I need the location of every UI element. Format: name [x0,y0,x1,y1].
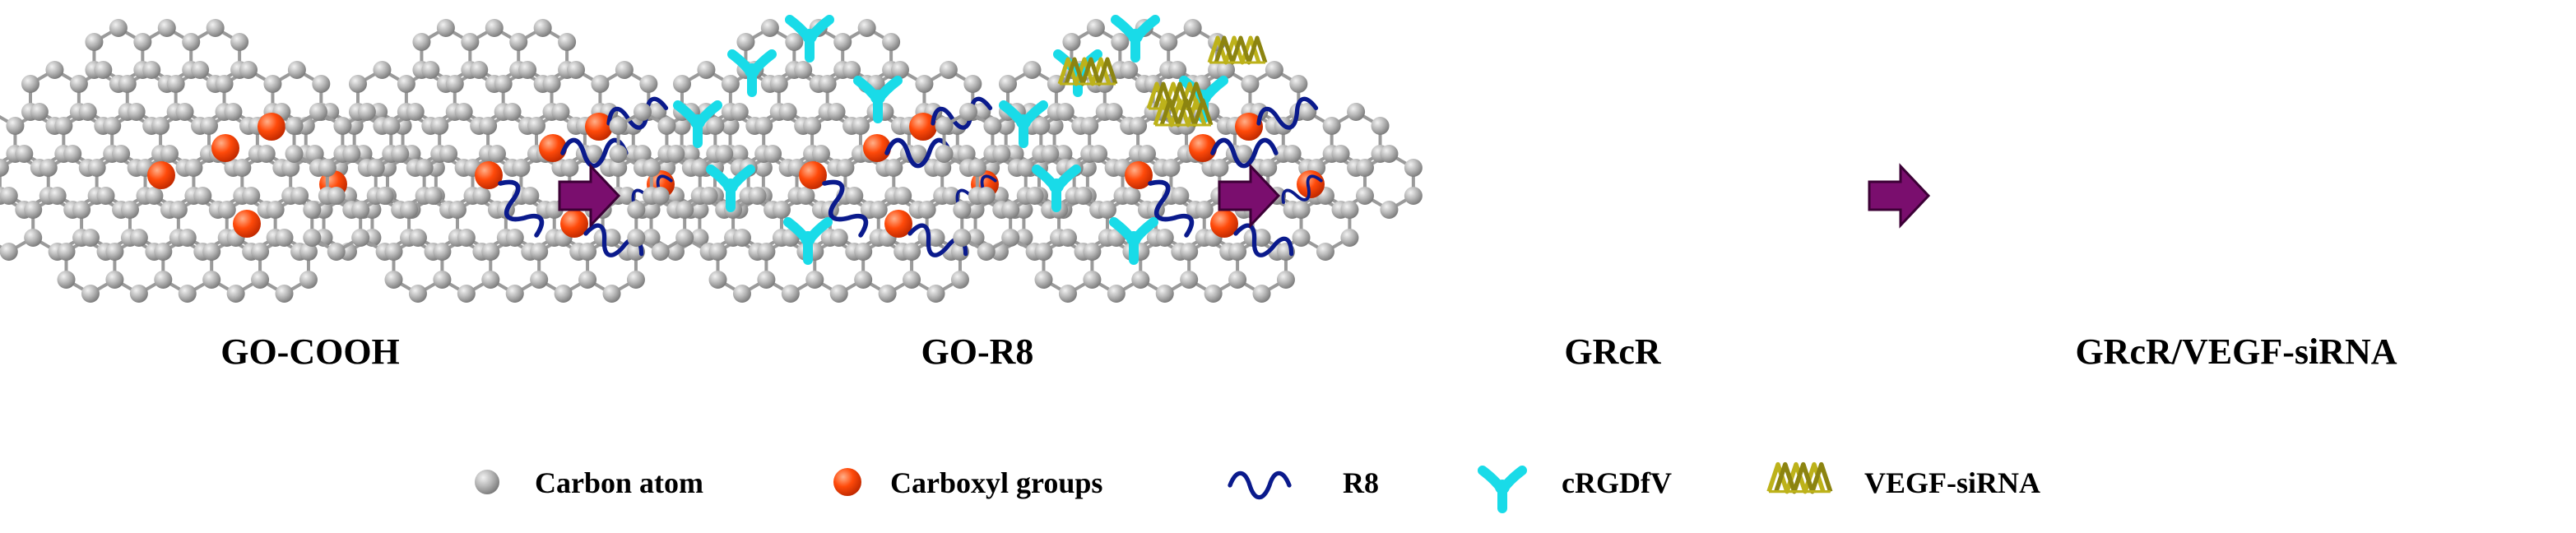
legend-r8-swatch [1230,473,1289,497]
legend-carbon-swatch [475,470,499,494]
legend-r8-label: R8 [1343,466,1379,499]
legend-sirna-swatch [1769,465,1831,492]
legend [475,465,1831,508]
caption-grcr: GRcR [1564,331,1661,372]
legend-carbon-label: Carbon atom [535,466,703,499]
legend-sirna-label: VEGF-siRNA [1864,466,2040,499]
legend-crgdfv-swatch [1483,470,1522,508]
legend-crgdfv-label: cRGDfV [1562,466,1672,499]
carboxyl-groups [475,113,675,238]
panel-grcr-vegf-sirna [933,19,1424,304]
caption-grcr-vegf-sirna: GRcR/VEGF-siRNA [2075,331,2397,372]
caption-go-r8: GO-R8 [921,331,1034,372]
carboxyl-groups [1125,113,1325,238]
panel-go-r8 [283,17,774,304]
legend-carboxyl-swatch [833,468,861,496]
process-arrow-3 [1868,165,1930,227]
caption-go-cooh: GO-COOH [220,331,400,372]
legend-carboxyl-label: Carboxyl groups [890,466,1103,499]
